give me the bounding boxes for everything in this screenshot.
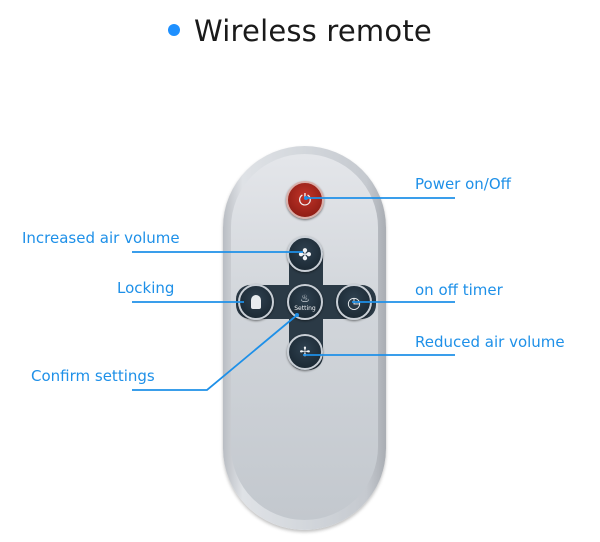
increase-air-button[interactable]: ✤ (287, 236, 323, 272)
lock-button[interactable] (238, 284, 274, 320)
label-confirm: Confirm settings (31, 367, 155, 385)
reduce-air-button[interactable]: ✢ (287, 334, 323, 370)
power-button[interactable]: ⏻ (286, 181, 324, 219)
leader-line-confirm (132, 314, 298, 391)
label-power: Power on/Off (415, 175, 511, 193)
setting-button[interactable]: ♨ Setting (287, 284, 323, 320)
bullet-icon (168, 24, 181, 36)
label-locking: Locking (117, 279, 175, 297)
setting-icon: ♨ (300, 291, 310, 305)
lock-icon (251, 295, 261, 309)
label-timer: on off timer (415, 281, 503, 299)
fan-icon: ✤ (298, 244, 312, 264)
setting-text: Setting (294, 305, 316, 312)
label-reduce: Reduced air volume (415, 333, 565, 351)
leader-dot-power (304, 196, 308, 200)
page-title: Wireless remote (0, 14, 600, 48)
title-text: Wireless remote (194, 14, 432, 48)
leader-dot-confirm (295, 313, 299, 317)
fan-small-icon: ✢ (299, 344, 311, 360)
label-increase: Increased air volume (22, 229, 180, 247)
